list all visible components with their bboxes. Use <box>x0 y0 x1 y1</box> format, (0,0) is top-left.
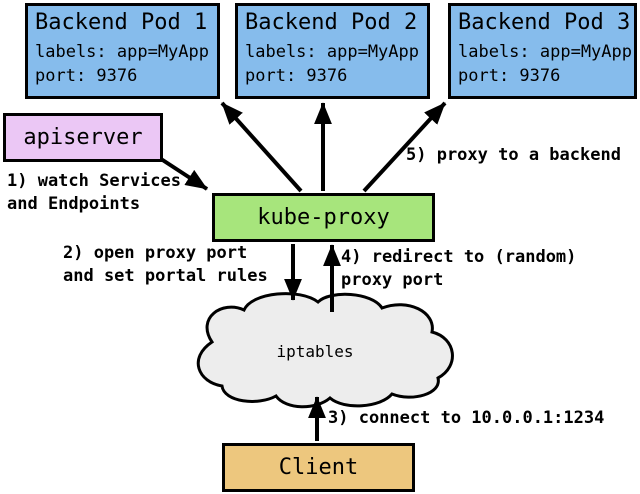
arrow-watch-services <box>156 155 209 191</box>
backend-pod-3-labels: labels: app=MyApp <box>458 42 632 62</box>
kube-proxy-box: kube-proxy <box>212 193 435 242</box>
iptables-label: iptables <box>276 342 354 361</box>
backend-pod-2-title: Backend Pod 2 <box>245 10 418 35</box>
apiserver-label: apiserver <box>23 125 143 150</box>
client-label: Client <box>278 455 359 480</box>
backend-pod-3-box: Backend Pod 3 labels: app=MyApp port: 93… <box>448 3 637 99</box>
backend-pod-1-box: Backend Pod 1 labels: app=MyApp port: 93… <box>25 3 220 99</box>
backend-pod-3-title: Backend Pod 3 <box>458 10 631 35</box>
backend-pod-1-labels: labels: app=MyApp <box>35 42 209 62</box>
iptables-cloud <box>196 292 454 409</box>
annotation-connect: 3) connect to 10.0.0.1:1234 <box>328 408 605 428</box>
annotation-watch-line2: and Endpoints <box>7 194 141 214</box>
annotation-watch: 1) watch Services and Endpoints <box>7 170 181 216</box>
client-box: Client <box>222 443 415 492</box>
annotation-open-port-line2: and set portal rules <box>63 266 268 286</box>
arrow-proxy-to-pod1 <box>220 101 303 193</box>
annotation-open-port-line1: 2) open proxy port <box>63 243 248 263</box>
backend-pod-2-port: port: 9376 <box>245 66 348 86</box>
apiserver-box: apiserver <box>3 113 163 162</box>
annotation-open-port: 2) open proxy port and set portal rules <box>63 242 268 288</box>
backend-pod-2-labels: labels: app=MyApp <box>245 42 419 62</box>
annotation-proxy-backend: 5) proxy to a backend <box>406 145 621 165</box>
backend-pod-1-title: Backend Pod 1 <box>35 10 208 35</box>
backend-pod-1-port: port: 9376 <box>35 66 138 86</box>
annotation-watch-line1: 1) watch Services <box>7 171 181 191</box>
annotation-redirect: 4) redirect to (random) proxy port <box>341 246 576 292</box>
backend-pod-3-port: port: 9376 <box>458 66 561 86</box>
kube-proxy-label: kube-proxy <box>257 205 390 230</box>
backend-pod-2-box: Backend Pod 2 labels: app=MyApp port: 93… <box>235 3 430 99</box>
annotation-redirect-line1: 4) redirect to (random) <box>341 247 577 267</box>
annotation-redirect-line2: proxy port <box>341 270 444 290</box>
arrow-proxy-to-pod3 <box>362 101 447 193</box>
